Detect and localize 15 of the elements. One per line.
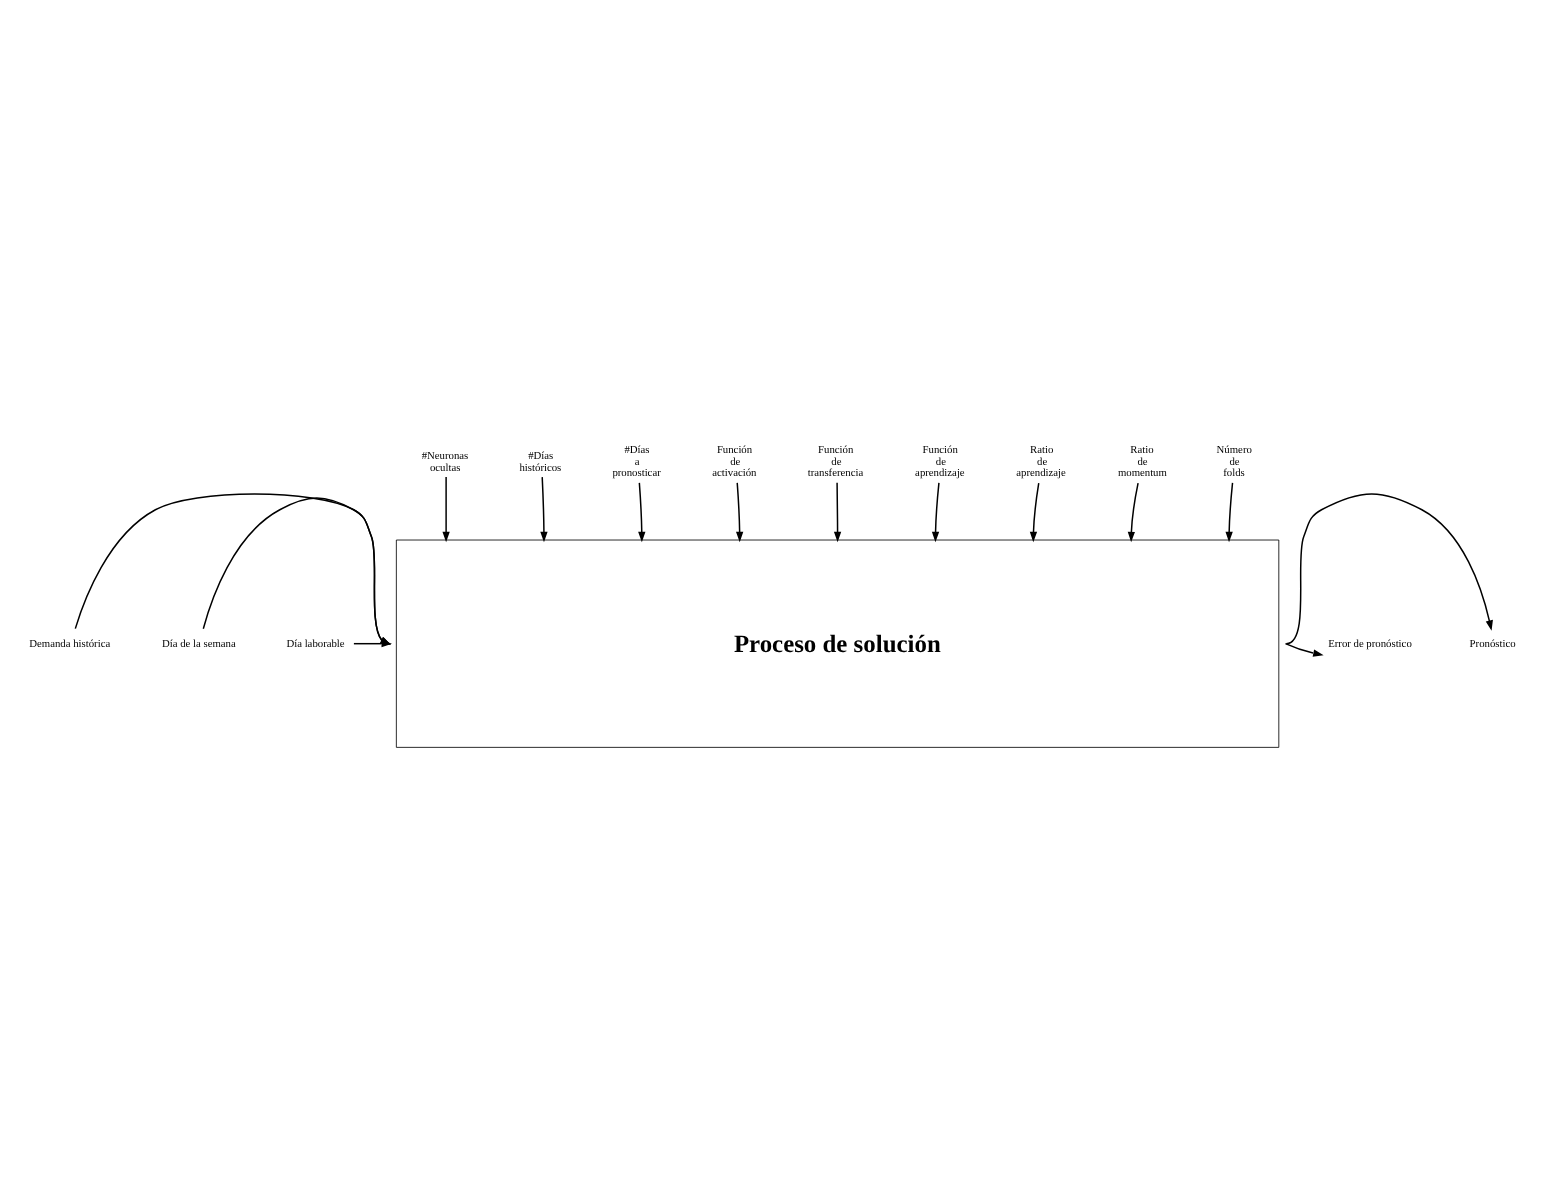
arrow: [74, 492, 391, 644]
node-box: Proceso de solución: [395, 538, 1280, 747]
arrow: [353, 639, 392, 647]
arrow: [736, 481, 744, 542]
arrow: [1284, 641, 1324, 656]
arrow: [1029, 481, 1040, 542]
arrow: [540, 475, 548, 542]
arrow: [1285, 492, 1493, 644]
arrow: [931, 481, 940, 542]
arrow: [442, 475, 450, 542]
arrow: [202, 496, 391, 644]
arrow: [833, 481, 842, 542]
arrow: [1127, 481, 1139, 542]
arrow: [1225, 481, 1234, 542]
arrow: [638, 481, 646, 542]
